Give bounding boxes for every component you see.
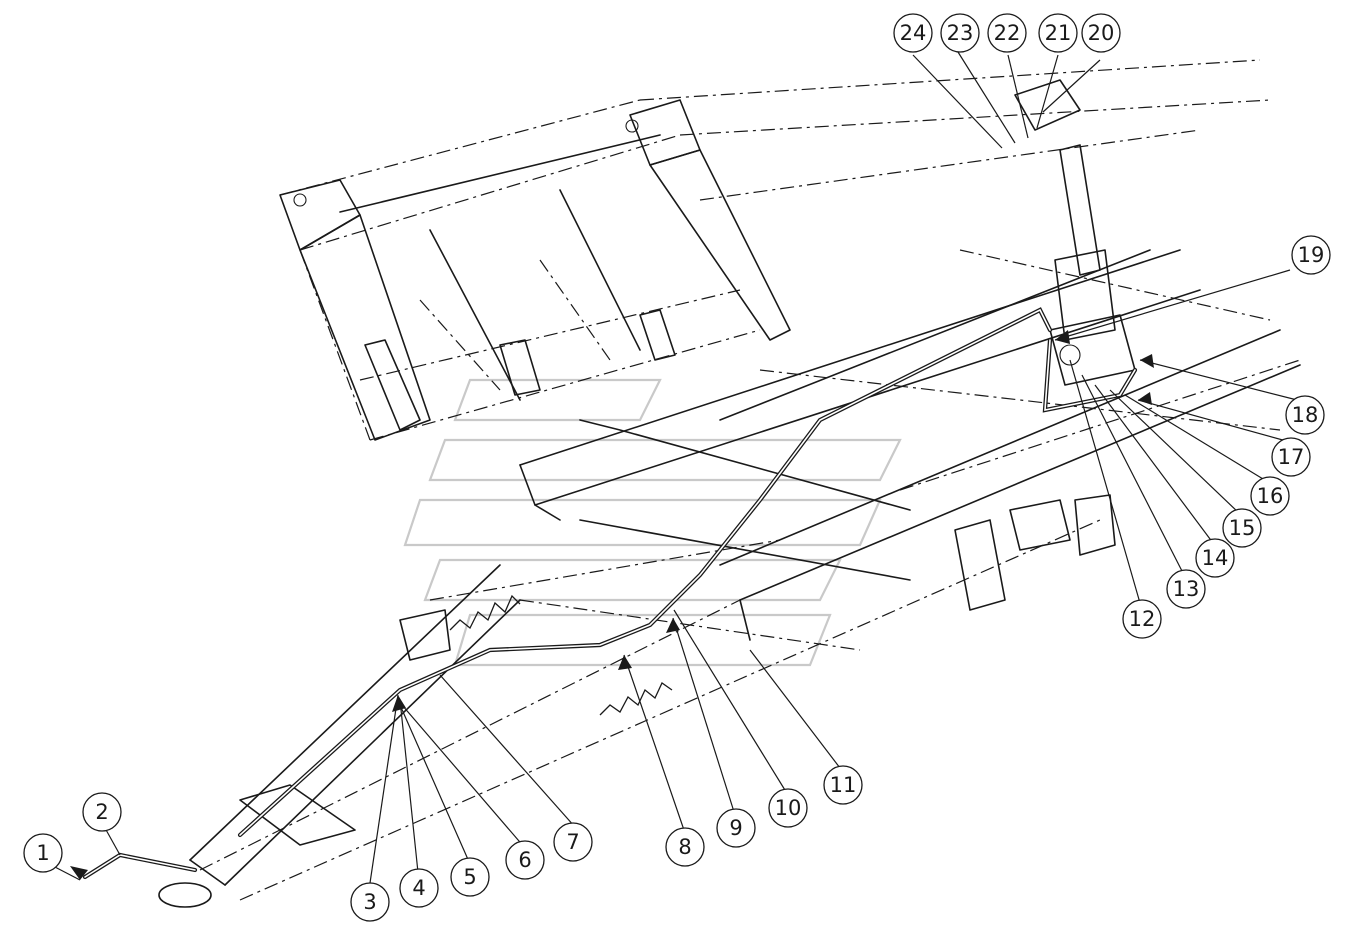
callout-5: 5 <box>450 857 490 897</box>
svg-text:2: 2 <box>95 800 108 824</box>
callout-19: 19 <box>1291 235 1331 275</box>
callout-11: 11 <box>823 765 863 805</box>
callout-17: 17 <box>1271 437 1311 477</box>
svg-text:17: 17 <box>1278 445 1305 469</box>
callout-7: 7 <box>553 822 593 862</box>
svg-text:9: 9 <box>729 816 742 840</box>
callouts: 1 2 3 4 5 6 7 8 9 10 11 12 13 14 15 16 1… <box>23 13 1331 922</box>
axle-bracket <box>954 494 1116 611</box>
callout-12: 12 <box>1122 599 1162 639</box>
callout-23: 23 <box>940 13 980 53</box>
callout-8: 8 <box>665 827 705 867</box>
callout-4: 4 <box>399 868 439 908</box>
svg-text:5: 5 <box>463 865 476 889</box>
svg-text:24: 24 <box>900 21 927 45</box>
svg-text:20: 20 <box>1088 21 1115 45</box>
drawbar <box>158 564 521 908</box>
callout-1: 1 <box>23 833 63 873</box>
callout-6: 6 <box>505 840 545 880</box>
svg-text:19: 19 <box>1298 243 1325 267</box>
callout-18: 18 <box>1285 395 1325 435</box>
callout-13: 13 <box>1166 569 1206 609</box>
svg-text:3: 3 <box>363 890 376 914</box>
callout-16: 16 <box>1250 476 1290 516</box>
svg-text:18: 18 <box>1292 403 1319 427</box>
svg-text:15: 15 <box>1229 516 1256 540</box>
callout-24: 24 <box>893 13 933 53</box>
spring-upper <box>449 594 521 631</box>
callout-10: 10 <box>768 788 808 828</box>
svg-text:6: 6 <box>518 848 531 872</box>
callout-22: 22 <box>987 13 1027 53</box>
svg-text:1: 1 <box>36 841 49 865</box>
callout-14: 14 <box>1195 538 1235 578</box>
svg-text:14: 14 <box>1202 546 1229 570</box>
svg-text:13: 13 <box>1173 577 1200 601</box>
svg-text:11: 11 <box>830 773 857 797</box>
callout-20: 20 <box>1081 13 1121 53</box>
leader-lines <box>52 51 1306 884</box>
svg-text:4: 4 <box>412 876 425 900</box>
callout-15: 15 <box>1222 508 1262 548</box>
svg-text:22: 22 <box>994 21 1021 45</box>
svg-text:12: 12 <box>1129 607 1156 631</box>
svg-text:23: 23 <box>947 21 974 45</box>
svg-text:7: 7 <box>566 830 579 854</box>
callout-3: 3 <box>350 882 390 922</box>
towing-eye <box>158 882 212 908</box>
dump-body <box>279 59 1271 441</box>
callout-9: 9 <box>716 808 756 848</box>
callout-2: 2 <box>82 792 122 832</box>
svg-text:16: 16 <box>1257 484 1284 508</box>
hydraulic-cylinder <box>1014 79 1136 386</box>
svg-text:21: 21 <box>1045 21 1072 45</box>
callout-21: 21 <box>1038 13 1078 53</box>
svg-text:10: 10 <box>775 796 802 820</box>
chassis-frame <box>199 249 1301 901</box>
spring-lower <box>599 682 673 716</box>
svg-text:8: 8 <box>678 835 691 859</box>
